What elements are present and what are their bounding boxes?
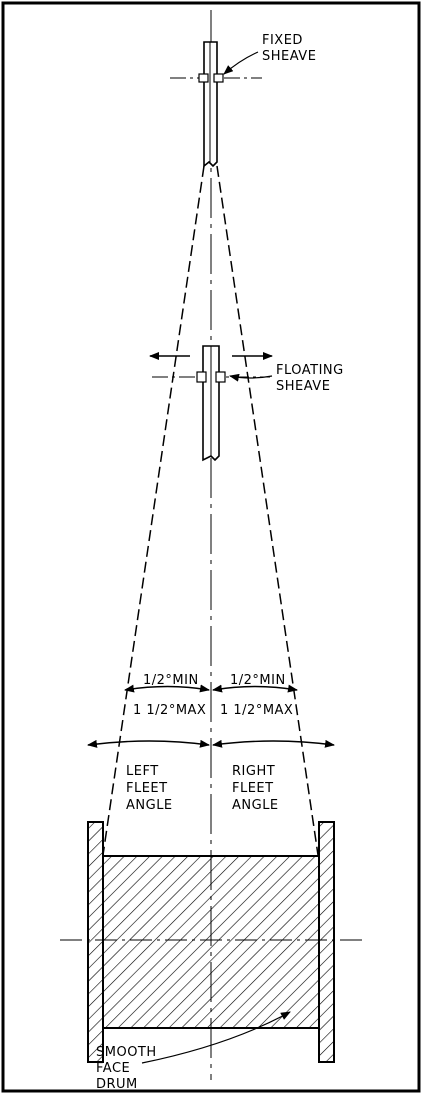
left-fleet-label-line3: ANGLE [126, 798, 173, 813]
drum-leader [141, 1011, 291, 1064]
floating-sheave [152, 345, 270, 462]
drum-label-line3: DRUM [96, 1077, 138, 1092]
floating-sheave-label-line2: SHEAVE [276, 379, 330, 394]
fixed-sheave-label-line2: SHEAVE [262, 49, 316, 64]
right-fleet-label-line3: ANGLE [232, 798, 279, 813]
left-fleet-arc [87, 739, 210, 748]
left-max-label: 1 1/2°MAX [133, 703, 206, 718]
right-fleet-label-line2: FLEET [232, 781, 274, 796]
drum-label-line1: SMOOTH [96, 1045, 157, 1060]
fixed-sheave-leader [223, 51, 259, 75]
floating-sheave-label-line1: FLOATING [276, 363, 344, 378]
right-fleet-label-line1: RIGHT [232, 764, 275, 779]
fixed-sheave-label-line1: FIXED [262, 33, 303, 48]
right-min-max-arc [212, 684, 298, 693]
floating-sheave-leader [229, 373, 273, 382]
right-max-label: 1 1/2°MAX [220, 703, 293, 718]
right-fleet-arc [212, 739, 335, 748]
right-rope-line [216, 165, 319, 856]
left-min-max-arc [124, 684, 210, 693]
left-fleet-label-line2: FLEET [126, 781, 168, 796]
drum-label-line2: FACE [96, 1061, 130, 1076]
left-rope-line [102, 165, 205, 856]
left-min-label: 1/2°MIN [143, 673, 199, 688]
right-min-label: 1/2°MIN [230, 673, 286, 688]
smooth-face-drum [60, 821, 362, 1063]
fixed-sheave [170, 41, 262, 168]
left-fleet-label-line1: LEFT [126, 764, 159, 779]
